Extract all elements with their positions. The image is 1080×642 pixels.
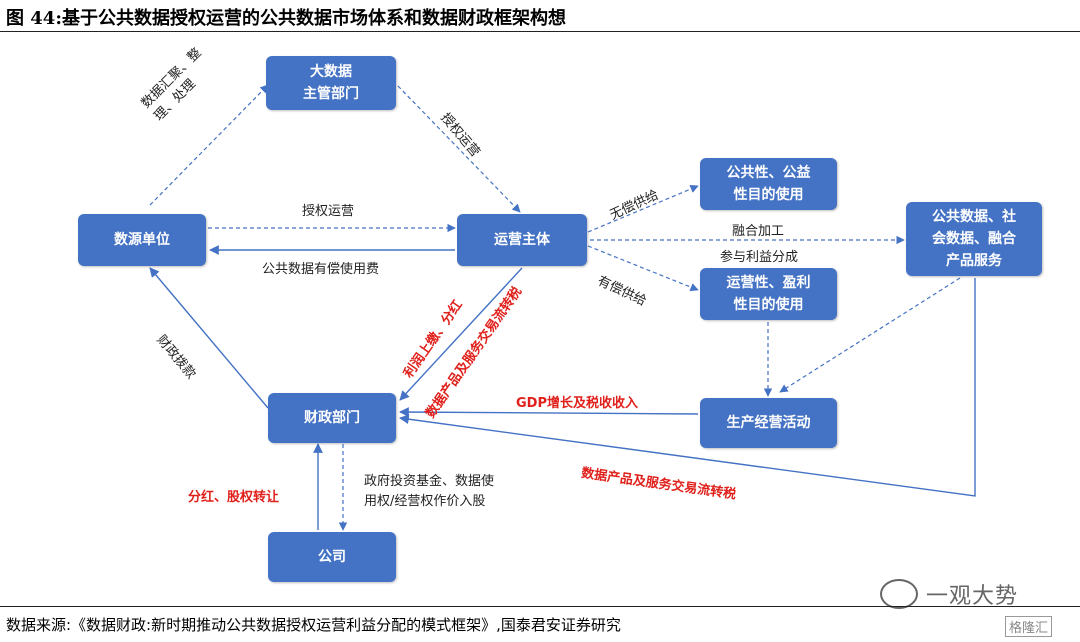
node-production-activity: 生产经营活动 xyxy=(700,398,837,448)
label-gdp-tax: GDP增长及税收收入 xyxy=(516,396,638,411)
node-operator: 运营主体 xyxy=(457,214,587,266)
footer-divider xyxy=(0,606,1080,607)
label-paid-fee: 公共数据有偿使用费 xyxy=(262,262,380,277)
edge-gdp-tax xyxy=(399,407,699,417)
edge-authorize xyxy=(397,85,521,213)
edge-collect xyxy=(149,84,269,206)
edge-paid-supply xyxy=(587,245,699,292)
node-public-welfare-use: 公共性、公益 性目的使用 xyxy=(700,158,837,210)
edge-free-supply xyxy=(587,185,699,233)
node-big-data-dept: 大数据 主管部门 xyxy=(266,56,396,110)
label-gov-fund: 政府投资基金、数据使 用权/经营权作价入股 xyxy=(364,474,495,509)
label-authorize-mid: 授权运营 xyxy=(302,204,355,219)
watermark: 一观大势 xyxy=(880,578,1018,610)
edge-product-tax xyxy=(399,278,976,497)
label-fusion: 融合加工 xyxy=(732,224,785,239)
label-profit-share: 参与利益分成 xyxy=(720,250,799,265)
node-commercial-use: 运营性、盈利 性目的使用 xyxy=(700,268,837,320)
wechat-icon xyxy=(880,579,918,609)
node-fused-services: 公共数据、社 会数据、融合 产品服务 xyxy=(906,202,1042,276)
watermark-corner: 格隆汇 xyxy=(1005,616,1053,637)
watermark-brand: 一观大势 xyxy=(926,584,1019,609)
edge-operator-finance xyxy=(399,267,523,401)
edge-fused-production xyxy=(779,277,961,393)
node-company: 公司 xyxy=(268,532,396,582)
node-finance-dept: 财政部门 xyxy=(268,393,396,443)
source-note: 数据来源:《数据财政:新时期推动公共数据授权运营利益分配的模式框架》,国泰君安证… xyxy=(6,616,621,634)
edge-fiscal xyxy=(149,267,269,409)
figure-title: 图 44:基于公共数据授权运营的公共数据市场体系和数据财政框架构想 xyxy=(6,8,566,29)
label-dividend: 分红、股权转让 xyxy=(188,490,280,505)
title-divider xyxy=(0,31,1080,32)
node-data-source-unit: 数源单位 xyxy=(78,214,206,266)
